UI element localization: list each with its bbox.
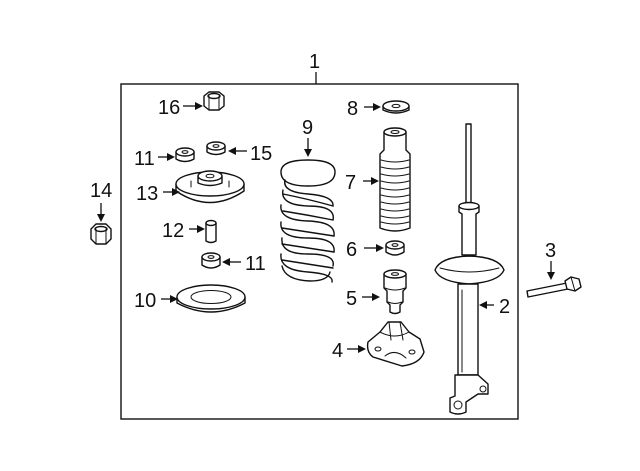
callout-9: 9 bbox=[302, 117, 313, 139]
part-6-bushing bbox=[385, 240, 405, 256]
part-15-bushing bbox=[206, 141, 226, 156]
part-16-nut bbox=[203, 91, 225, 111]
part-8-washer bbox=[382, 100, 410, 114]
callout-4: 4 bbox=[332, 340, 343, 362]
callout-2: 2 bbox=[499, 296, 510, 318]
callout-5: 5 bbox=[346, 288, 357, 310]
callout-14: 14 bbox=[90, 180, 112, 202]
part-10-spring-seat bbox=[176, 284, 246, 313]
part-12-collar bbox=[205, 219, 217, 244]
assembly-frame bbox=[120, 83, 519, 420]
callout-12: 12 bbox=[162, 220, 184, 242]
callout-7: 7 bbox=[345, 172, 356, 194]
callout-1: 1 bbox=[309, 51, 320, 73]
part-11-upper-bushing bbox=[175, 147, 195, 163]
part-7-dust-boot bbox=[379, 127, 411, 232]
callout-11-lower: 11 bbox=[245, 253, 266, 275]
part-5-bump-stop bbox=[383, 269, 407, 315]
part-2-strut bbox=[434, 123, 505, 415]
callout-15: 15 bbox=[250, 143, 272, 165]
part-3-bolt bbox=[526, 276, 582, 298]
callout-11-upper: 11 bbox=[134, 148, 155, 170]
callout-6: 6 bbox=[346, 239, 357, 261]
callout-10: 10 bbox=[134, 290, 156, 312]
part-13-upper-mount bbox=[175, 170, 245, 204]
callout-13: 13 bbox=[136, 183, 158, 205]
part-11-lower-bushing bbox=[201, 252, 221, 269]
callout-3: 3 bbox=[545, 240, 556, 262]
part-4-lower-bracket bbox=[366, 321, 425, 367]
callout-16: 16 bbox=[158, 97, 180, 119]
part-9-coil-spring bbox=[280, 159, 336, 283]
callout-8: 8 bbox=[347, 98, 358, 120]
part-14-nut bbox=[90, 223, 112, 245]
